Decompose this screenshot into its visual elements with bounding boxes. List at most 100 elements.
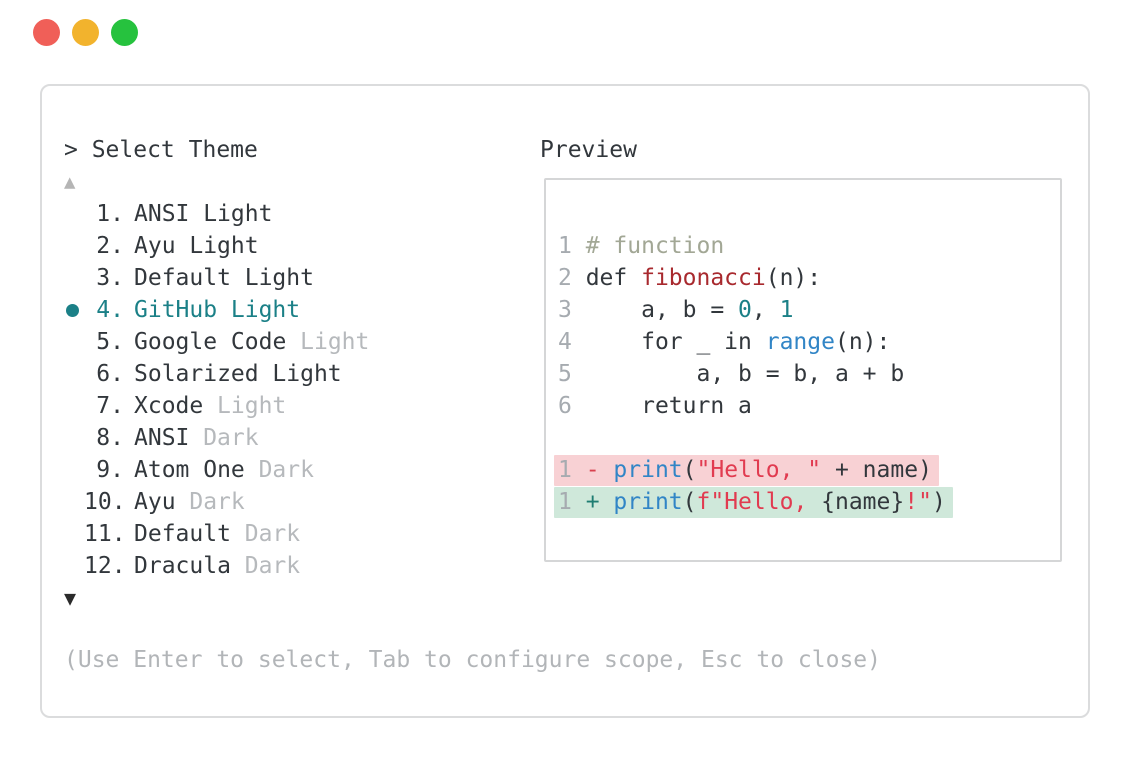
token-number: 1 xyxy=(779,297,794,323)
token-code: , xyxy=(751,297,780,323)
theme-option-ayu-light[interactable]: 2. Ayu Light xyxy=(64,230,524,262)
theme-option-default-dark[interactable]: 11. Default Dark xyxy=(64,518,524,550)
theme-name: ANSI xyxy=(134,201,190,227)
theme-name: Solarized xyxy=(134,361,259,387)
theme-variant: Light xyxy=(272,361,342,387)
token-code: return a xyxy=(585,393,752,419)
theme-number: 9. xyxy=(96,457,124,483)
code-line: 3 a, b = 0, 1 xyxy=(558,294,1060,326)
theme-name: Default xyxy=(134,521,231,547)
theme-option-xcode-light[interactable]: 7. Xcode Light xyxy=(64,390,524,422)
token-string: "Hello, " xyxy=(696,456,822,483)
token-func: fibonacci xyxy=(641,265,766,291)
theme-option-atom-one-dark[interactable]: 9. Atom One Dark xyxy=(64,454,524,486)
theme-number: 7. xyxy=(96,393,124,419)
token-code: a, b = xyxy=(585,297,739,323)
token-code: (n): xyxy=(834,329,891,355)
line-number: 3 xyxy=(558,297,586,323)
diff-highlight-add: 1 + print(f"Hello, {name}!") xyxy=(554,486,953,518)
token-code: {name} xyxy=(821,488,905,515)
theme-option-default-light[interactable]: 3. Default Light xyxy=(64,262,524,294)
code-line: 2 def fibonacci(n): xyxy=(558,262,1060,294)
theme-variant: Dark xyxy=(189,489,245,515)
diff-line-del: 1 - print("Hello, " + name) xyxy=(554,454,1060,486)
theme-name: Ayu xyxy=(134,233,176,259)
theme-variant: Dark xyxy=(244,553,301,579)
diff-highlight-del: 1 - print("Hello, " + name) xyxy=(554,454,939,486)
line-number: 4 xyxy=(558,329,586,355)
close-button[interactable] xyxy=(33,19,60,46)
line-number: 6 xyxy=(558,393,586,419)
theme-name: GitHub xyxy=(134,297,218,323)
theme-option-solarized-light[interactable]: 6. Solarized Light xyxy=(64,358,524,390)
code-line: 5 a, b = b, a + b xyxy=(558,358,1060,390)
token-code: (n): xyxy=(765,265,822,291)
theme-number: 2. xyxy=(96,233,124,259)
line-number: 5 xyxy=(558,361,586,387)
scroll-up-icon[interactable]: ▲ xyxy=(64,171,76,193)
theme-name: ANSI xyxy=(134,425,190,451)
token-builtin: print xyxy=(613,456,683,483)
theme-number: 12. xyxy=(84,553,126,579)
theme-name: Atom One xyxy=(134,457,245,483)
token-builtin: print xyxy=(613,488,683,515)
token-code: a, b = b, a + b xyxy=(585,361,905,387)
diff-line-add: 1 + print(f"Hello, {name}!") xyxy=(554,486,1060,518)
theme-option-ansi-light[interactable]: 1. ANSI Light xyxy=(64,198,524,230)
line-number: 1 xyxy=(558,456,586,483)
theme-option-dracula-dark[interactable]: 12. Dracula Dark xyxy=(64,550,524,582)
token-comment: # function xyxy=(585,233,725,259)
token-code: + name) xyxy=(821,456,932,483)
theme-name: Google Code xyxy=(134,329,287,355)
token-code: ) xyxy=(931,488,946,515)
theme-number: 6. xyxy=(96,361,124,387)
theme-name: Default xyxy=(134,265,231,291)
bullet-icon xyxy=(66,303,79,317)
theme-option-google-code-light[interactable]: 5. Google Code Light xyxy=(64,326,524,358)
token-string: f"Hello, xyxy=(696,488,822,515)
theme-number: 11. xyxy=(84,521,126,547)
theme-variant: Light xyxy=(230,297,301,323)
token-plus: + xyxy=(585,488,614,515)
line-number: 1 xyxy=(558,233,586,259)
theme-number: 10. xyxy=(84,489,126,515)
code-line: 6 return a xyxy=(558,390,1060,422)
traffic-lights xyxy=(33,19,138,46)
theme-number: 3. xyxy=(96,265,124,291)
theme-number: 8. xyxy=(96,425,124,451)
selected-bullet-icon xyxy=(64,303,84,317)
theme-variant: Light xyxy=(217,393,287,419)
select-theme-prompt: > Select Theme xyxy=(64,137,258,163)
line-number: 2 xyxy=(558,265,586,291)
token-number: 0 xyxy=(738,297,752,323)
scroll-down-icon[interactable]: ▼ xyxy=(64,586,77,610)
token-code: ( xyxy=(682,488,697,515)
token-builtin: range xyxy=(765,329,835,355)
theme-option-ayu-dark[interactable]: 10. Ayu Dark xyxy=(64,486,524,518)
theme-number: 1. xyxy=(96,201,124,227)
theme-variant: Light xyxy=(300,329,370,355)
theme-variant: Light xyxy=(244,265,314,291)
code-line: 4 for _ in range(n): xyxy=(558,326,1060,358)
theme-name: Dracula xyxy=(134,553,231,579)
theme-variant: Light xyxy=(189,233,259,259)
line-number: 1 xyxy=(558,488,586,515)
theme-number: 5. xyxy=(96,329,124,355)
code-line xyxy=(558,422,1060,454)
theme-variant: Dark xyxy=(258,457,314,483)
theme-variant: Dark xyxy=(244,521,301,547)
keyboard-hint: (Use Enter to select, Tab to configure s… xyxy=(64,647,881,673)
theme-name: Xcode xyxy=(134,393,204,419)
zoom-button[interactable] xyxy=(111,19,138,46)
theme-name: Ayu xyxy=(134,489,176,515)
minimize-button[interactable] xyxy=(72,19,99,46)
token-string: !" xyxy=(904,488,932,515)
theme-variant: Light xyxy=(203,201,273,227)
